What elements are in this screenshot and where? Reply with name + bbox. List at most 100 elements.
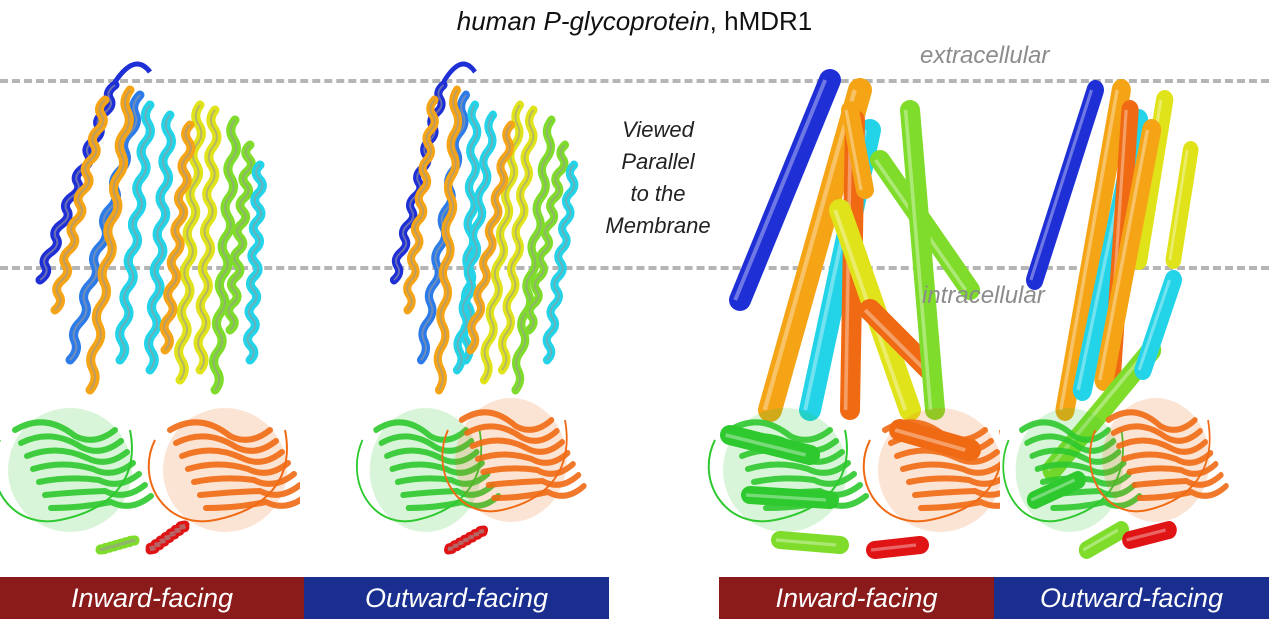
nbd1-strand <box>30 460 136 476</box>
cylinder-highlight <box>1098 129 1150 381</box>
helix-cylinder <box>1165 141 1199 269</box>
nbd2-strand <box>185 460 291 476</box>
n-terminus-loop <box>112 61 152 84</box>
extracellular-label: extracellular <box>920 42 1050 69</box>
helix-cylinder <box>889 419 981 461</box>
helix-cylinder <box>1055 79 1131 421</box>
cylinder-structure-outward-facing <box>1000 30 1260 578</box>
cylinder-highlight <box>863 308 927 372</box>
nbd1-strand <box>745 460 851 476</box>
view-caption-line: Parallel <box>621 149 695 174</box>
nbd2-strand <box>203 496 300 511</box>
helix-cylinder <box>900 100 945 420</box>
nbd2-loop <box>862 430 1000 523</box>
panel-label-outward-facing: Outward-facing <box>994 577 1269 619</box>
helix-edge <box>447 529 485 551</box>
helix-edge <box>54 99 106 311</box>
nbd2-strand <box>458 409 555 433</box>
helix-edge <box>501 109 535 371</box>
helix-cylinder <box>729 69 841 311</box>
helix-edge <box>456 114 494 371</box>
view-caption-line: Membrane <box>605 213 711 238</box>
nbd2-strand <box>464 423 560 444</box>
title-gene-name: , hMDR1 <box>709 6 813 36</box>
helix-edge <box>89 89 131 391</box>
nbd2-strand <box>491 483 587 501</box>
nbd1-strand <box>727 419 833 443</box>
helix-cylinder <box>841 101 874 199</box>
cylinder-highlight <box>844 109 863 191</box>
nbd1-strand <box>12 419 118 443</box>
helix-cylinder <box>1026 471 1086 509</box>
nbd1-strand <box>1024 433 1117 454</box>
helix-cylinder <box>866 536 929 559</box>
cylinder-highlight <box>1029 89 1093 281</box>
cylinder-structure-inward-facing <box>700 30 1000 578</box>
nbd1-strand <box>48 493 154 511</box>
nbd2-strand <box>480 461 576 477</box>
nbd1-strand <box>1019 419 1111 443</box>
extracellular-membrane-boundary <box>0 79 1269 83</box>
nbd2-strand <box>918 498 1000 511</box>
nbd1-strand <box>751 471 857 487</box>
helix-cylinder <box>1026 80 1104 290</box>
helix-edge <box>163 124 192 351</box>
cylinder-highlight <box>870 543 917 552</box>
nbd2-strand <box>1116 437 1208 455</box>
nbd2-strand <box>485 472 582 488</box>
helix-cylinder <box>1078 521 1130 559</box>
nbd1-strand <box>24 447 130 465</box>
nbd2-strand <box>173 433 279 454</box>
cylinder-highlight <box>894 428 966 452</box>
nbd2-strand <box>1121 450 1214 466</box>
helix-cylinder <box>1122 521 1177 549</box>
nbd2-strand <box>1110 423 1203 444</box>
nbd1-strand <box>18 433 124 454</box>
helix-edge <box>469 124 512 351</box>
nbd2-strand <box>1105 409 1198 433</box>
nbd1-loop <box>355 429 482 523</box>
cylinder-highlight <box>775 538 837 547</box>
ribbon-structure-outward-facing <box>340 30 610 578</box>
helix-edge <box>99 539 136 551</box>
helix-edge <box>528 144 566 331</box>
nbd2-strand <box>900 461 1000 476</box>
helix-edge <box>246 164 264 361</box>
ribbon-structure-inward-facing <box>0 30 300 578</box>
nbd2-strand <box>167 419 273 443</box>
cylinder-highlight <box>745 493 827 502</box>
helix-edge <box>436 89 460 391</box>
intracellular-label: intracellular <box>922 282 1045 309</box>
nbd1-loop <box>0 429 133 523</box>
cylinder-highlight <box>1030 478 1076 502</box>
panel-label-inward-facing: Inward-facing <box>719 577 994 619</box>
helix-edge <box>212 119 238 391</box>
nbd2-strand <box>906 475 1000 487</box>
view-caption-line: Viewed <box>622 117 694 142</box>
helix-edge <box>227 144 253 331</box>
n-terminus-loop <box>441 61 477 84</box>
helix-cylinder <box>859 299 941 381</box>
intracellular-membrane-boundary <box>0 266 1269 270</box>
nbd2-strand <box>191 471 297 487</box>
nbd1-loop <box>707 429 848 523</box>
helix-cylinder <box>720 425 820 465</box>
nbd1-strand <box>42 482 148 498</box>
panel-label-inward-facing: Inward-facing <box>0 577 304 619</box>
nbd2-strand <box>179 447 285 465</box>
nbd2-strand <box>1126 461 1219 477</box>
nbd2-strand <box>912 487 1000 498</box>
nbd2-strand <box>1131 472 1224 488</box>
nbd2-loop <box>1089 419 1211 513</box>
nbd2-strand <box>1136 483 1229 501</box>
helix-edge <box>197 109 218 371</box>
nbd2-strand <box>475 450 571 466</box>
view-caption: Viewed Parallel to the Membrane <box>588 114 728 242</box>
helix-edge <box>149 524 186 551</box>
cylinder-highlight <box>725 433 807 457</box>
nbd2-loop <box>441 419 568 513</box>
title-protein-name: human P-glycoprotein <box>456 6 710 36</box>
nbd1-strand <box>1034 460 1127 476</box>
cylinder-highlight <box>762 89 857 411</box>
nbd1-strand <box>394 471 491 487</box>
